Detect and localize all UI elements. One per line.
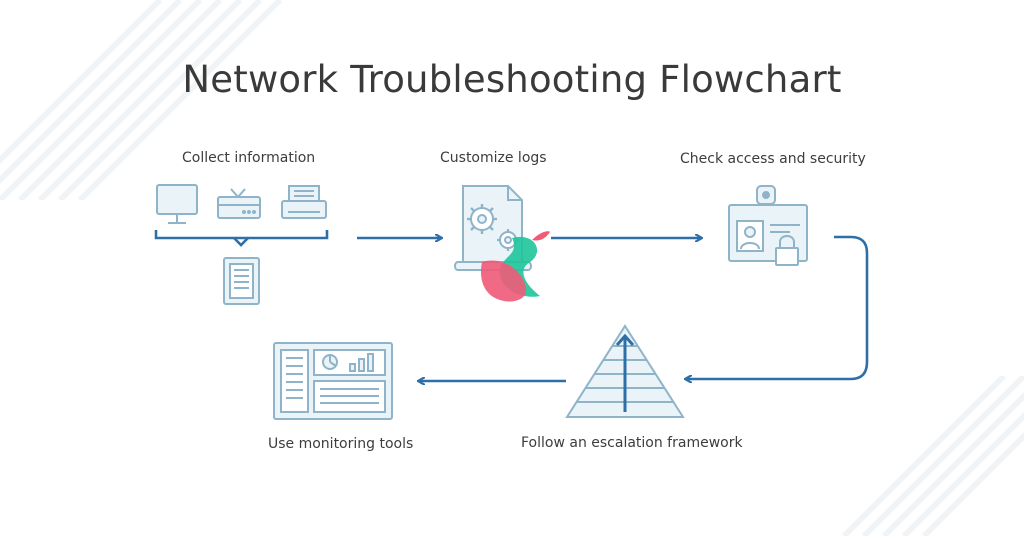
flow-arrow-security-to-escalation [686,235,869,379]
dashboard-icon [273,342,393,420]
step-label-monitoring-tools: Use monitoring tools [268,436,414,452]
pyramid-up-arrow [615,333,635,412]
bracket-connector [154,230,329,247]
step-label-check-access-security: Check access and security [680,151,866,167]
printer-icon [281,185,327,219]
watermark-logo [480,231,550,302]
log-scroll-with-gears-icon [454,185,532,271]
step-label-collect-information: Collect information [182,150,316,166]
step-label-escalation-framework: Follow an escalation framework [521,435,743,451]
desktop-monitor-icon [156,184,198,224]
id-badge-with-lock-icon [728,185,808,266]
step-label-customize-logs: Customize logs [440,150,547,166]
router-icon [217,188,261,219]
document-icon [223,257,260,305]
page-title: Network Troubleshooting Flowchart [182,58,842,101]
